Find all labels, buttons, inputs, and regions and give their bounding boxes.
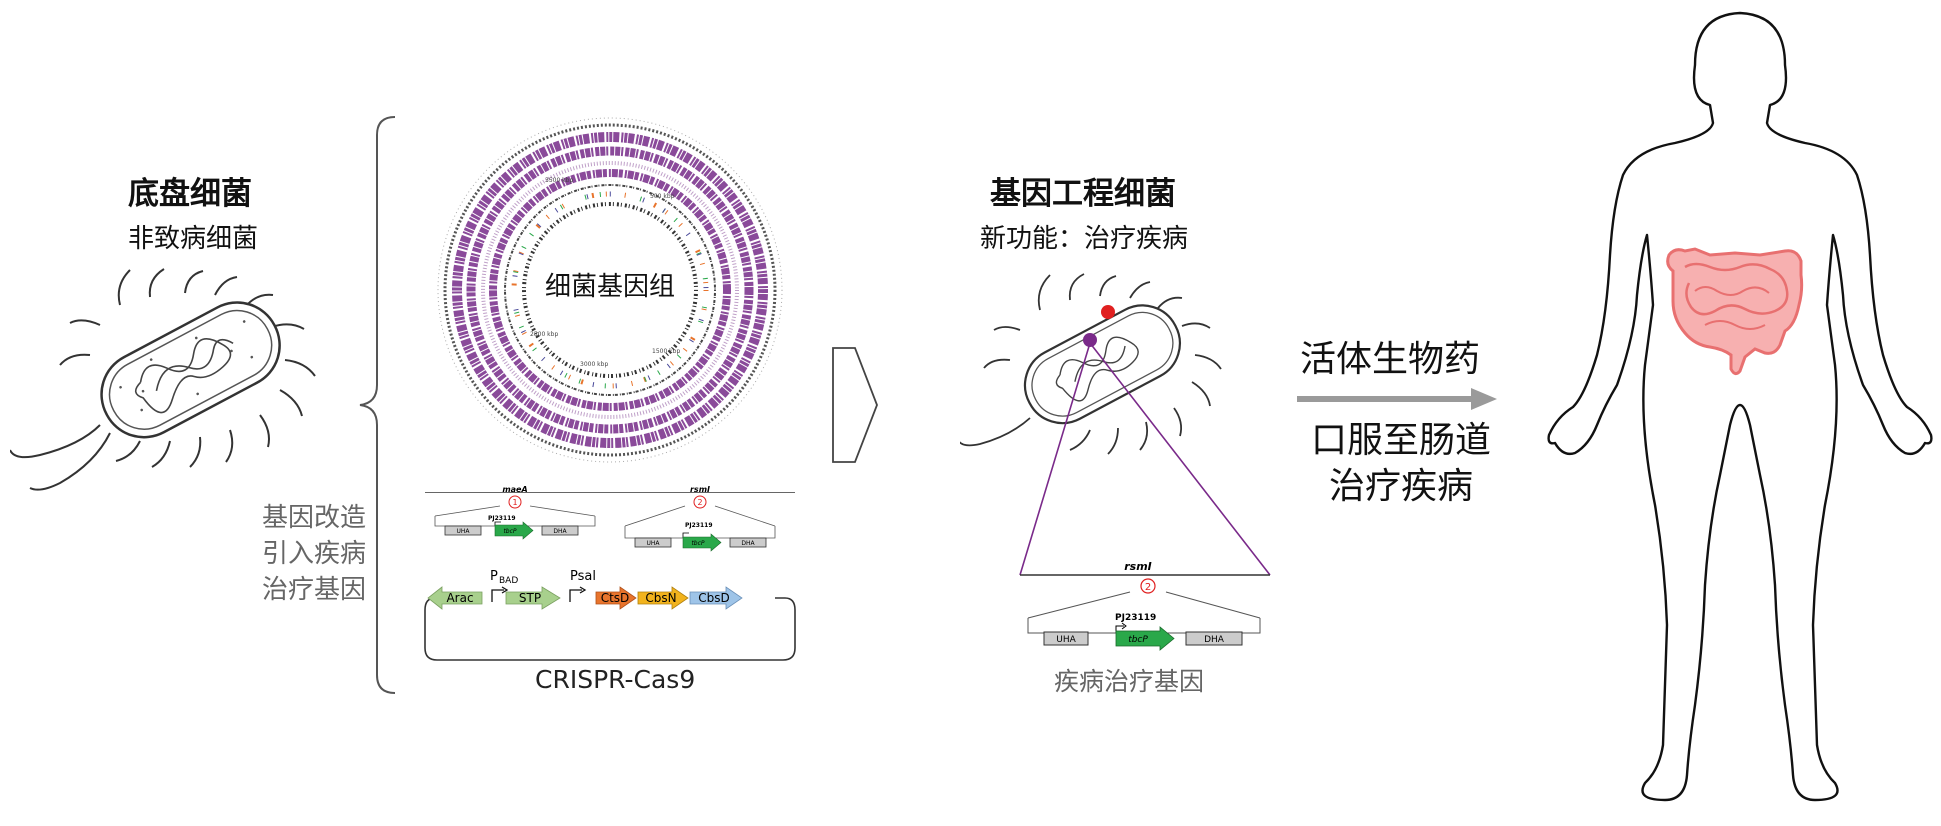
curly-brace xyxy=(359,116,396,694)
genome-tick-label: 2500 kbp xyxy=(530,331,558,338)
modification-line: 基因改造 xyxy=(262,503,367,533)
construct-part: tbcP xyxy=(691,540,704,547)
engineered-subtitle: 新功能：治疗疾病 xyxy=(980,224,1189,254)
genome-label: 细菌基因组 xyxy=(545,272,675,302)
plasmid-caption: CRISPR-Cas9 xyxy=(535,665,696,694)
construct-part: UHA xyxy=(456,528,470,535)
plasmid-part-cbsn: CbsN xyxy=(645,591,676,605)
genome-tick-label: 500 kbp xyxy=(650,193,675,200)
chassis-title: 底盘细菌 xyxy=(128,176,252,212)
route-note: 口服至肠道 治疗疾病 xyxy=(1306,418,1496,510)
plasmid-promoter-main: P xyxy=(490,569,498,584)
divider-line xyxy=(425,492,795,493)
route-line: 口服至肠道 xyxy=(1310,420,1491,461)
chassis-bacterium-illustration xyxy=(10,268,316,491)
construct-gene-label: rsmI xyxy=(690,485,710,494)
zoom-construct-number: 2 xyxy=(1145,582,1151,593)
circular-genome-map: 细菌基因组 3500 kbp 500 kbp 1500 kbp 2500 kbp… xyxy=(437,117,783,463)
human-body-outline xyxy=(1547,11,1933,802)
zoom-lines xyxy=(1019,342,1271,576)
plasmid-part-cbsd: CbsD xyxy=(698,591,730,605)
zoom-part: UHA xyxy=(1056,635,1076,645)
construct-part: tbcP xyxy=(503,528,516,535)
plasmid-part-arac: Arac xyxy=(446,591,473,605)
intestine-icon xyxy=(1666,247,1804,376)
plasmid-part-stp: STP xyxy=(519,591,541,605)
drug-label: 活体生物药 xyxy=(1300,339,1481,380)
crispr-plasmid: P BAD Psal Arac STP CtsD CbsN CbsD xyxy=(424,569,796,661)
modification-note: 基因改造 引入疾病 治疗基因 xyxy=(262,500,366,608)
chassis-subtitle: 非致病细菌 xyxy=(128,224,259,254)
construct-promoter: PJ23119 xyxy=(488,515,516,522)
construct-number: 1 xyxy=(512,498,517,507)
construct-part: DHA xyxy=(553,528,567,535)
route-line: 治疗疾病 xyxy=(1328,466,1473,507)
plasmid-part-ctsd: CtsD xyxy=(601,591,630,605)
plasmid-promoter-psal: Psal xyxy=(570,569,596,584)
construct-part: UHA xyxy=(646,540,660,547)
construct-promoter: PJ23119 xyxy=(685,522,713,529)
modification-line: 引入疾病 xyxy=(262,539,367,569)
modification-line: 治疗基因 xyxy=(262,575,367,605)
zoom-part: DHA xyxy=(1204,635,1225,645)
zoom-gene-label: rsmI xyxy=(1124,560,1152,573)
zoom-part: tbcP xyxy=(1128,635,1148,645)
insertion-constructs: maeA 1 PJ23119 UHA tbcP DHA rsmI 2 PJ231… xyxy=(434,485,776,552)
plasmid-promoter-subscript: BAD xyxy=(499,576,518,586)
genome-tick-label: 3500 kbp xyxy=(545,177,573,184)
construct-number: 2 xyxy=(697,498,702,507)
zoom-promoter: PJ23119 xyxy=(1115,613,1156,623)
delivery-arrow xyxy=(1297,388,1497,410)
zoomed-insertion-construct: rsmI 2 PJ23119 UHA tbcP DHA xyxy=(1027,560,1261,651)
genome-tick-label: 1500 kbp xyxy=(652,348,680,355)
construct-gene-label: maeA xyxy=(502,485,527,494)
engineered-title: 基因工程细菌 xyxy=(990,176,1176,212)
engineered-caption: 疾病治疗基因 xyxy=(1054,667,1205,696)
genome-tick-label: 3000 kbp xyxy=(580,361,608,368)
construct-part: DHA xyxy=(741,540,755,547)
chevron-arrow xyxy=(832,347,878,463)
engineered-bacterium-illustration xyxy=(960,273,1222,455)
